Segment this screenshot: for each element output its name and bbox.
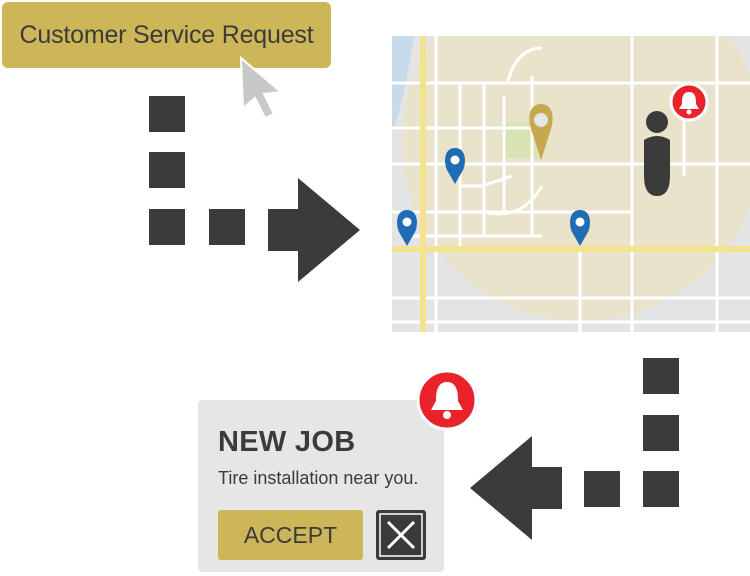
request-button-label: Customer Service Request bbox=[19, 20, 314, 49]
bell-icon bbox=[416, 369, 478, 431]
customer-service-request-button[interactable]: Customer Service Request bbox=[2, 2, 331, 68]
arrow-left-icon bbox=[470, 436, 562, 540]
job-description: Tire installation near you. bbox=[218, 468, 419, 488]
decline-button[interactable] bbox=[376, 510, 426, 560]
accept-button[interactable]: ACCEPT bbox=[218, 510, 363, 560]
map-pin-icon bbox=[397, 210, 417, 246]
bell-icon bbox=[669, 82, 709, 122]
new-job-card: NEW JOB Tire installation near you. ACCE… bbox=[198, 400, 444, 572]
map-pin-icon bbox=[529, 104, 553, 160]
map-pin-icon bbox=[570, 210, 590, 246]
mouse-pointer-icon bbox=[239, 56, 284, 120]
arrow-right-icon bbox=[268, 178, 360, 282]
close-icon bbox=[379, 513, 423, 557]
service-area-map bbox=[392, 36, 750, 332]
accept-button-label: ACCEPT bbox=[243, 521, 338, 548]
job-title: NEW JOB bbox=[218, 426, 356, 458]
person-icon bbox=[644, 111, 670, 196]
map-pin-icon bbox=[445, 148, 465, 184]
